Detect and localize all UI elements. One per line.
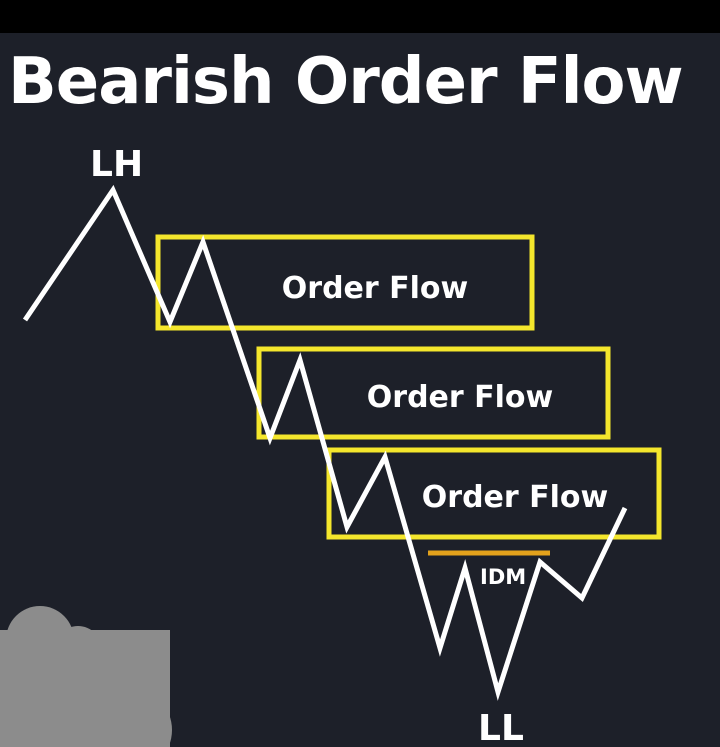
order-flow-zone-1	[155, 234, 535, 331]
top-bar	[0, 0, 720, 33]
grey-blob	[0, 606, 172, 747]
order-flow-label-1: Order Flow	[282, 271, 468, 306]
order-flow-label-2: Order Flow	[367, 380, 553, 415]
idm-label: IDM	[480, 565, 526, 589]
page-title: Bearish Order Flow	[8, 45, 684, 119]
lh-label: LH	[90, 144, 143, 185]
order-flow-label-3: Order Flow	[422, 480, 608, 515]
price-line	[22, 184, 628, 701]
order-flow-zone-2	[256, 346, 611, 440]
ll-label: LL	[478, 708, 524, 747]
order-flow-zone-3	[326, 447, 662, 540]
